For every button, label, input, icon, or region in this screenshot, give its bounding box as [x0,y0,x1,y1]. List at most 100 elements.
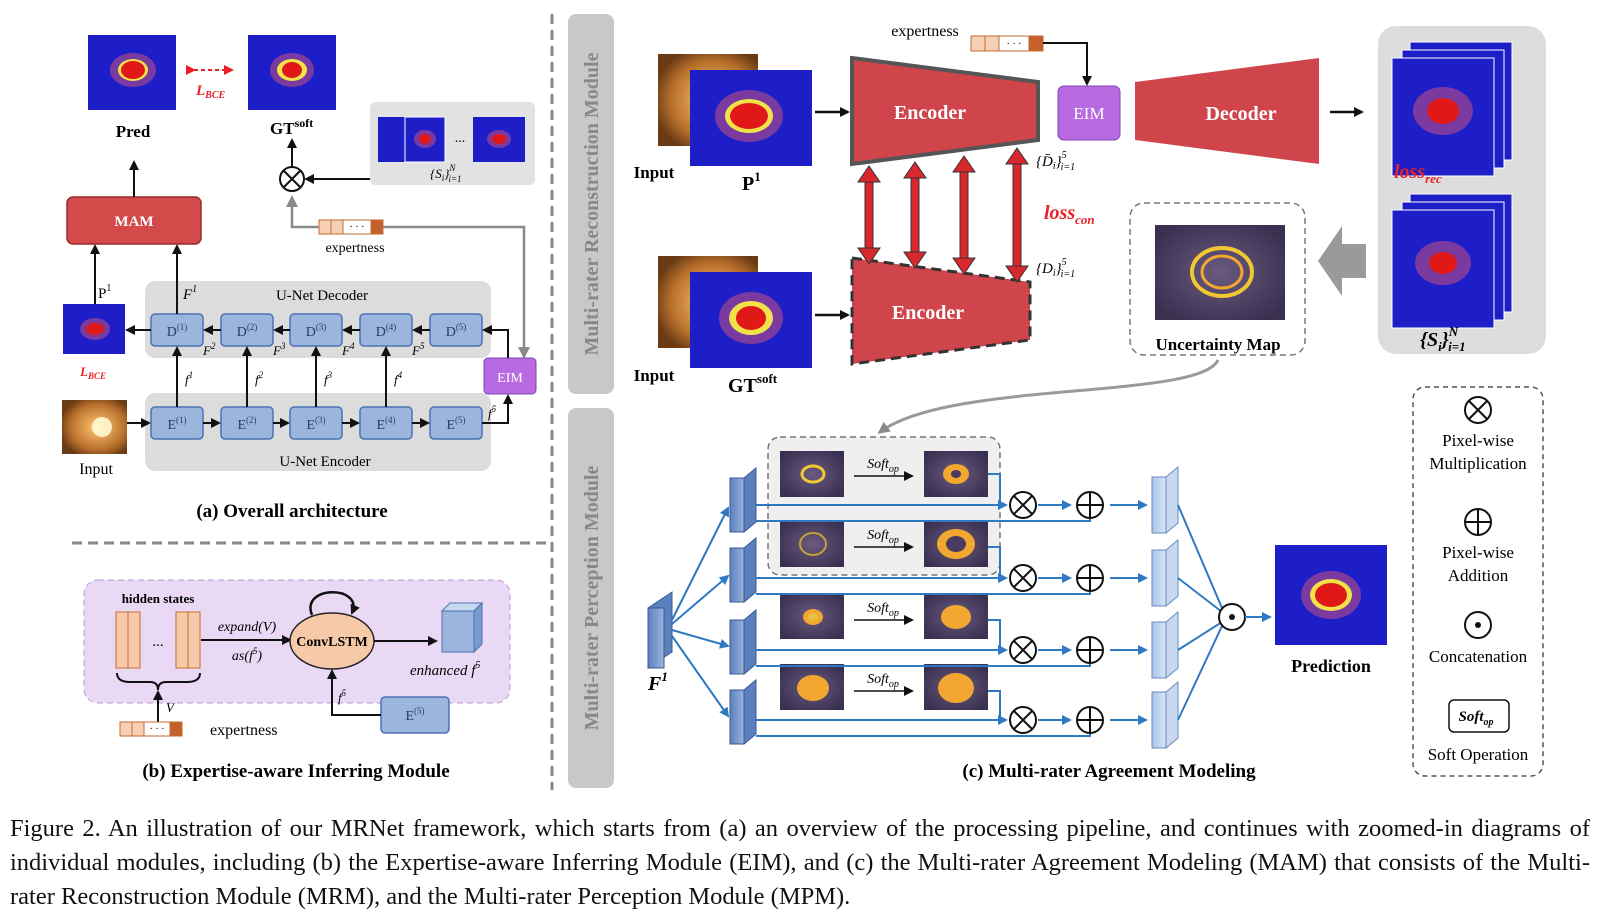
unet-decoder-label: U-Net Decoder [276,288,368,304]
mam-label: MAM [114,214,153,230]
panel-c-caption: (c) Multi-rater Agreement Modeling [962,761,1256,782]
expertness-label-a: expertness [325,241,384,256]
loss-rec-label: lossrec [1394,161,1442,186]
lbce-top: LBCE [195,83,226,101]
e5-to-eim [482,394,513,424]
e3-label: E(3) [306,415,325,433]
hidden-states-label: hidden states [122,591,195,606]
p1-image-a [63,304,125,354]
enhanced-cube [440,601,484,654]
outputs-to-concat [1177,504,1223,721]
f1-label: f1 [185,370,193,387]
branch-connections [756,473,1148,737]
f4-label: f4 [394,370,403,387]
uncertainty-to-mpm [877,359,1220,434]
expertness-bar-b: · · · [119,721,183,737]
expertness-to-eim-a [383,225,530,359]
encoder-top [850,55,1040,167]
pred-image [88,35,176,110]
decoder-blocks: D(1) D(2) D(3) D(4) D(5) [150,313,483,347]
F2-label: F2 [202,341,216,358]
encoder-bottom-label: Encoder [892,302,964,324]
input-gt-stack [658,256,812,368]
decoder-label: Decoder [1205,103,1276,125]
expertness-bar-a: · · · [318,219,384,235]
e2-label: E(2) [237,415,256,433]
si-stack-top [1391,41,1513,177]
uncertainty-image [1155,225,1285,320]
mpm-side-bar [568,408,614,788]
si-set-images [378,116,525,163]
panel-b-caption: (b) Expertise-aware Inferring Module [142,761,449,782]
p1-label-c: P1 [742,169,761,195]
encoder-bottom [850,256,1032,366]
v-label: V [166,700,176,715]
d3-label: D(3) [306,322,327,340]
convlstm-label: ConvLSTM [296,635,368,650]
panel-b: hidden states ... V · · · expertness exp… [83,579,511,782]
cons-arrow-2 [903,161,927,269]
as-label: as(f5) [232,646,263,664]
svg-text:· · ·: · · · [150,724,165,735]
mult-ops [1009,491,1037,734]
encoder-top-label: Encoder [894,102,966,124]
F1-label-a: F1 [182,284,197,303]
f2-label: f2 [255,370,264,387]
input-fundus-a [62,400,127,454]
F5-label: F5 [411,341,425,358]
d2-label: D(2) [237,322,258,340]
eim-label-c: EIM [1073,104,1104,123]
expertness-to-mult [286,195,319,229]
eim-block-c [1057,85,1121,141]
si-ellipsis: ... [455,131,466,146]
convlstm-loop [309,591,360,616]
eim-to-d5 [482,325,509,358]
soft-op-label-1: Softop [867,457,899,475]
gt-soft-label: GTsoft [270,116,313,138]
mrm-side-title: Multi-rater Reconstruction Module [581,52,603,355]
svg-text:· · ·: · · · [350,222,365,233]
encoder-blocks: E(1) E(2) E(3) E(4) E(5) [150,406,483,440]
legend-add-icon [1464,508,1492,536]
e4-label: E(4) [376,415,395,433]
branch-feature-blocks [729,466,757,746]
cons-arrow-3 [952,155,976,275]
e5-label-b: E(5) [405,706,424,724]
svg-text:· · ·: · · · [1007,39,1022,50]
input-label-c1: Input [634,163,675,182]
si-to-uncertainty-arrow [1318,226,1366,296]
input-label-c2: Input [634,366,675,385]
panel-a-caption: (a) Overall architecture [196,501,387,522]
legend-soft-box-label: Softop [1458,709,1493,728]
legend-mult-icon [1464,396,1492,424]
soft-op-label-3: Softop [867,601,899,619]
soft-row-3 [780,593,988,639]
concat-op [1218,603,1246,631]
d5-label: D(5) [446,322,467,340]
legend-concat: Concatenation [1429,647,1528,666]
f3-label: f3 [324,370,333,387]
e1-label: E(1) [167,415,186,433]
soft-row-2 [780,521,988,567]
prediction-image [1275,545,1387,645]
cons-arrow-1 [857,165,881,265]
expertness-label-c: expertness [891,23,959,40]
hidden-state-bars [115,611,201,669]
pred-label: Pred [116,122,151,141]
expertness-to-eim-c [1043,42,1092,86]
hidden-dots: ... [152,634,163,650]
eim-block-a [483,357,537,395]
e5-label: E(5) [446,415,465,433]
lbce-bottom: LBCE [79,364,106,381]
gt-label-c: GTsoft [728,371,778,397]
input-label-a: Input [79,461,113,478]
eim-label-a: EIM [497,371,523,386]
unet-encoder-label: U-Net Encoder [279,454,370,470]
prediction-label: Prediction [1291,656,1371,676]
